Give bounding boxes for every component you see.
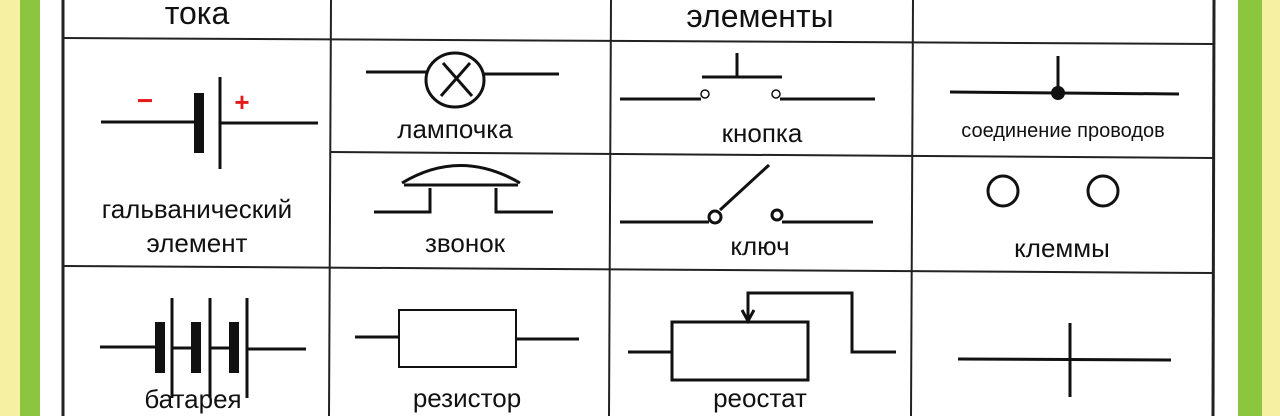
terminals-label: клеммы — [1014, 233, 1110, 263]
bell-symbol — [374, 164, 553, 214]
key-label: ключ — [730, 231, 789, 261]
minus-sign: − — [137, 85, 153, 116]
bell-label: звонок — [425, 228, 506, 258]
rheostat-label: реостат — [713, 383, 807, 413]
wire-junction-symbol — [949, 56, 1180, 100]
push-button-symbol — [620, 53, 875, 101]
resistor-label: резистор — [413, 383, 521, 413]
plus-sign: + — [234, 87, 249, 117]
battery-symbol — [100, 298, 306, 398]
left-yellow-strip — [0, 0, 20, 416]
header-elements: элементы — [686, 0, 833, 34]
galvanic-label-line1: гальванический — [102, 194, 292, 224]
left-green-strip — [20, 0, 40, 416]
table-grid — [61, 0, 1216, 416]
wire-crossing-symbol — [957, 323, 1172, 397]
lamp-label: лампочка — [397, 114, 513, 144]
lamp-symbol — [366, 51, 559, 109]
header-current-source: тока — [165, 0, 230, 31]
galvanic-cell-symbol — [101, 77, 318, 169]
terminals-symbol — [986, 174, 1120, 208]
junction-label: соединение проводов — [961, 120, 1165, 142]
right-yellow-strip — [1262, 0, 1280, 416]
galvanic-label-line2: элемент — [147, 228, 248, 258]
switch-key-symbol — [620, 163, 873, 225]
battery-label: батарея — [144, 384, 241, 414]
resistor-symbol — [355, 309, 579, 368]
button-label: кнопка — [722, 118, 803, 148]
rheostat-symbol — [628, 291, 896, 382]
right-green-strip — [1238, 0, 1262, 416]
